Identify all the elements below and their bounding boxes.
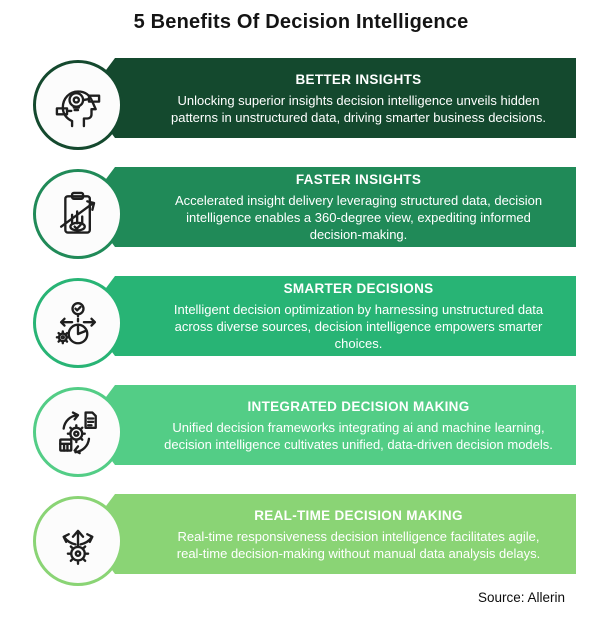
benefit-banner: FASTER INSIGHTS Accelerated insight deliv… — [85, 167, 576, 247]
pie-decision-arrows-icon — [51, 296, 105, 350]
benefit-row: SMARTER DECISIONS Intelligent decision op… — [33, 276, 576, 368]
benefit-row: INTEGRATED DECISION MAKING Unified decisi… — [33, 385, 576, 477]
branch-arrows-gear-icon — [51, 514, 105, 568]
benefit-banner: SMARTER DECISIONS Intelligent decision op… — [85, 276, 576, 356]
benefit-row: BETTER INSIGHTS Unlocking superior insigh… — [33, 58, 576, 150]
benefit-row: FASTER INSIGHTS Accelerated insight deliv… — [33, 167, 576, 259]
benefit-row: REAL-TIME DECISION MAKING Real-time respo… — [33, 494, 576, 586]
benefit-icon-circle — [33, 60, 123, 150]
source-credit: Source: Allerin — [477, 590, 565, 605]
benefit-banner: INTEGRATED DECISION MAKING Unified decisi… — [85, 385, 576, 465]
benefit-description: Real-time responsiveness decision intell… — [176, 528, 541, 561]
benefit-icon-circle — [33, 387, 123, 477]
benefit-icon-circle — [33, 278, 123, 368]
gear-sync-document-icon — [51, 405, 105, 459]
benefit-icon-circle — [33, 496, 123, 586]
benefit-description: Unified decision frameworks integrating … — [164, 419, 553, 452]
benefit-title: BETTER INSIGHTS — [295, 71, 422, 87]
benefit-title: REAL-TIME DECISION MAKING — [254, 507, 463, 523]
benefits-list: BETTER INSIGHTS Unlocking superior insigh… — [33, 58, 576, 586]
benefit-description: Intelligent decision optimization by har… — [173, 302, 544, 351]
benefit-description: Unlocking superior insights decision int… — [170, 92, 547, 125]
benefit-title: INTEGRATED DECISION MAKING — [247, 398, 470, 414]
clipboard-chart-icon — [51, 187, 105, 241]
benefit-banner: BETTER INSIGHTS Unlocking superior insigh… — [85, 58, 576, 138]
benefit-icon-circle — [33, 169, 123, 259]
head-lightbulb-gear-icon — [51, 78, 105, 132]
benefit-title: FASTER INSIGHTS — [295, 172, 422, 187]
benefit-description: Accelerated insight delivery leveraging … — [174, 193, 543, 242]
page-title: 5 Benefits Of Decision Intelligence — [133, 11, 469, 33]
benefit-title: SMARTER DECISIONS — [283, 281, 434, 296]
benefit-banner: REAL-TIME DECISION MAKING Real-time respo… — [85, 494, 576, 574]
